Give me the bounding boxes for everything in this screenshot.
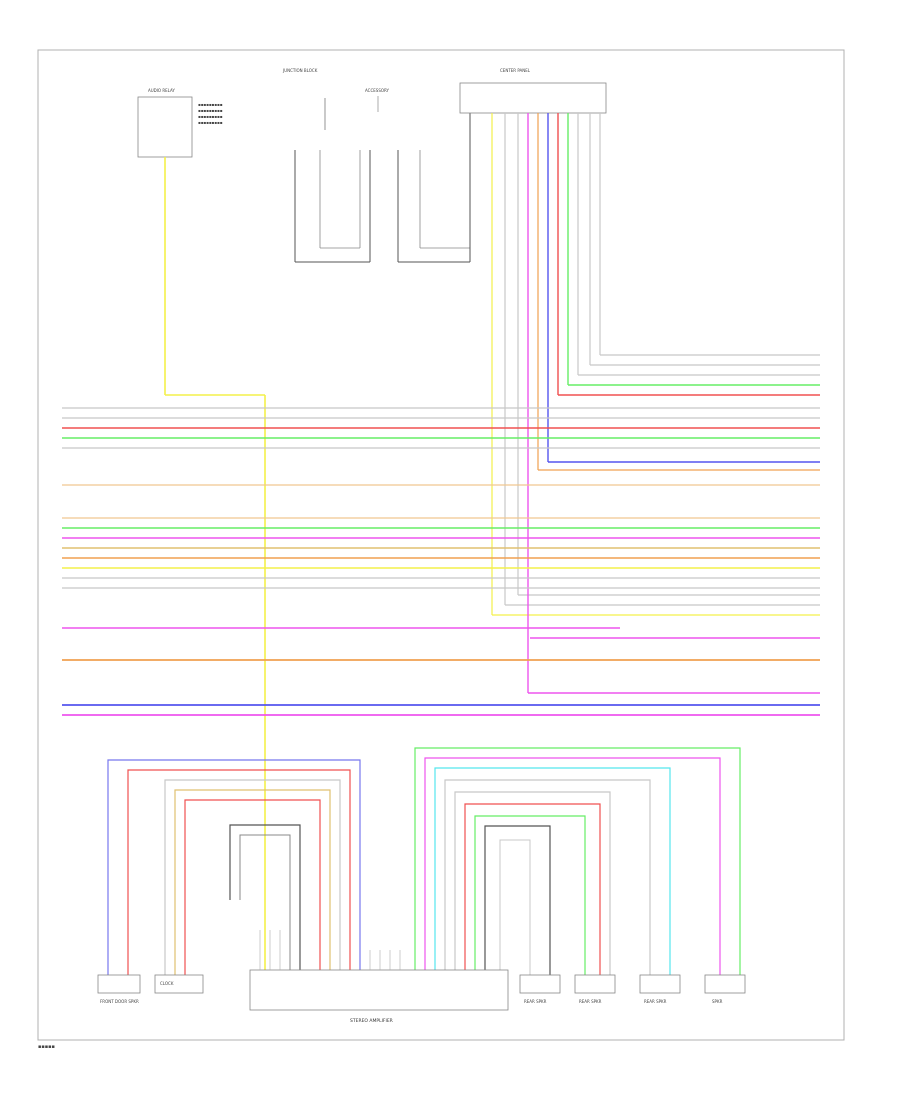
svg-text:▪▪▪▪▪▪▪▪▪: ▪▪▪▪▪▪▪▪▪ [198, 108, 223, 113]
top-right-label: CENTER PANEL [500, 68, 531, 73]
diagram-frame [37, 49, 845, 1041]
bus-group-2 [62, 517, 820, 589]
top-center-label: JUNCTION BLOCK [282, 68, 318, 73]
amplifier-box [249, 969, 509, 1011]
component-box-5 [639, 974, 681, 994]
bottom-6-label: SPKR [712, 999, 723, 1004]
amplifier-pins [259, 930, 401, 970]
component-box-4 [574, 974, 616, 994]
bottom-3-label: REAR SPKR [524, 999, 547, 1004]
component-box-2 [154, 974, 204, 994]
amplifier-label: STEREO AMPLIFIER [350, 1018, 393, 1024]
bottom-components: FRONT DOOR SPKR CLOCK STEREO AMPLIFIER R… [97, 969, 746, 1024]
component-box-3 [519, 974, 561, 994]
bottom-wiring [107, 747, 741, 975]
svg-text:▪▪▪▪▪▪▪▪▪: ▪▪▪▪▪▪▪▪▪ [198, 102, 223, 107]
top-right-component: CENTER PANEL [459, 68, 820, 694]
bottom-2-label: CLOCK [160, 981, 174, 986]
svg-text:▪▪▪▪▪▪▪▪▪: ▪▪▪▪▪▪▪▪▪ [198, 114, 223, 119]
component-box-6 [704, 974, 746, 994]
top-left-label: AUDIO RELAY [148, 88, 175, 93]
bottom-4-label: REAR SPKR [579, 999, 602, 1004]
top-left-component: AUDIO RELAY ▪▪▪▪▪▪▪▪▪ ▪▪▪▪▪▪▪▪▪ ▪▪▪▪▪▪▪▪… [137, 88, 266, 970]
bus-group-3 [62, 627, 820, 716]
top-center-component: JUNCTION BLOCK ACCESSORY [282, 68, 471, 263]
bottom-5-label: REAR SPKR [644, 999, 667, 1004]
bus-group-1 [62, 407, 820, 486]
bottom-1-label: FRONT DOOR SPKR [100, 999, 139, 1004]
top-center2-label: ACCESSORY [365, 88, 390, 93]
svg-text:▪▪▪▪▪▪▪▪▪: ▪▪▪▪▪▪▪▪▪ [198, 120, 223, 125]
footer-note: ▪▪▪▪▪ [38, 1044, 55, 1050]
component-box-1 [97, 974, 141, 994]
